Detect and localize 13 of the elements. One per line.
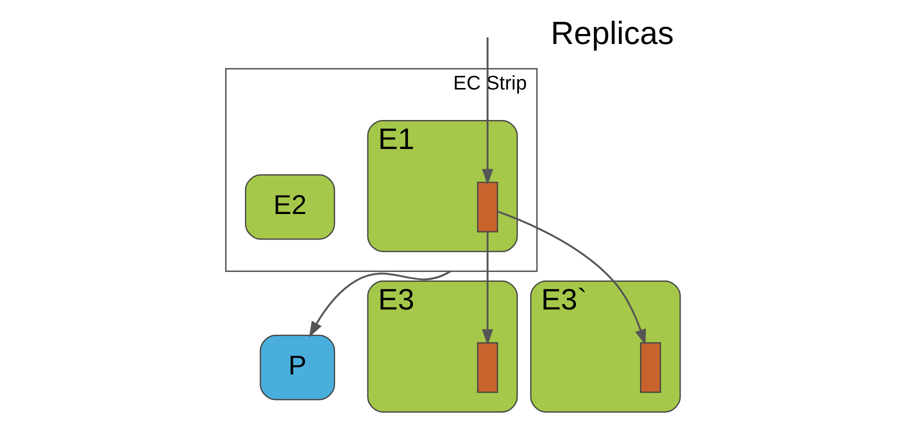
arrow [497, 210, 646, 346]
node-box: P [260, 334, 336, 400]
node-bar [477, 182, 498, 232]
node-bar [640, 342, 662, 393]
cluster: E3 [367, 280, 518, 413]
label: Replicas [550, 14, 674, 51]
arrow [482, 232, 494, 346]
arrow [482, 37, 494, 186]
arrow [309, 270, 451, 338]
node-bar [477, 342, 498, 393]
node-box: E2 [244, 174, 336, 240]
cluster: E1 [367, 120, 518, 252]
cluster: E3` [530, 280, 681, 413]
